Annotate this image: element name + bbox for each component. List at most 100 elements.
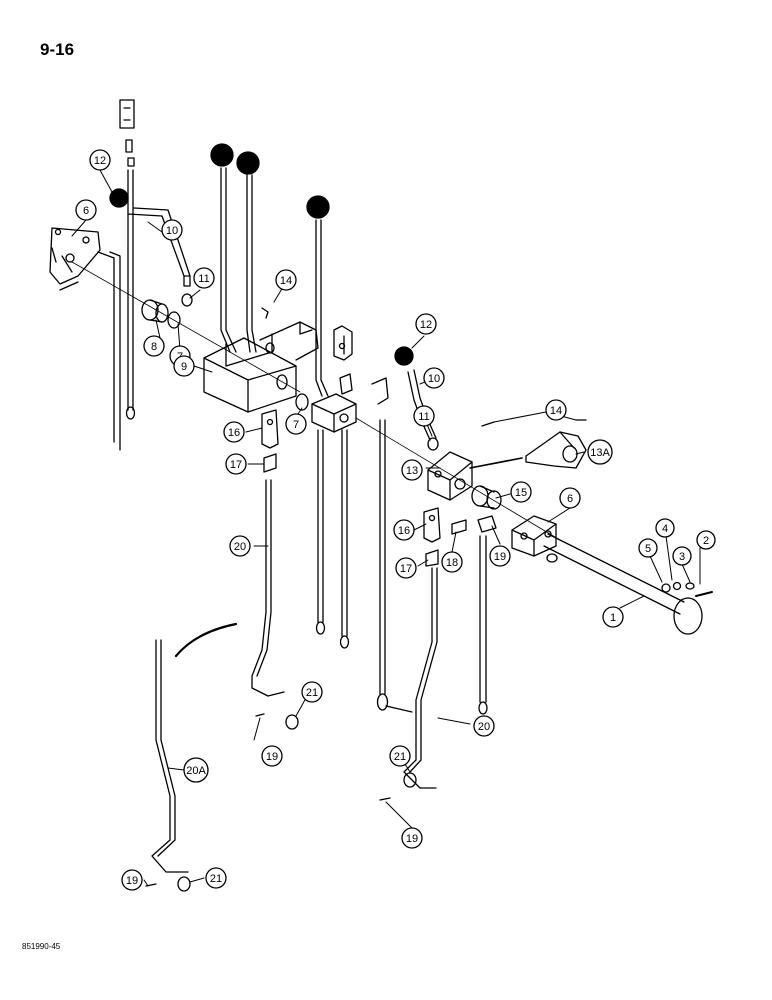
callout-6-left: 6 [75, 199, 97, 221]
washer-7-left [167, 311, 181, 329]
bolt-2 [695, 591, 713, 597]
callout-4: 4 [655, 518, 675, 538]
callout-11-right: 11 [413, 405, 435, 427]
callout-6-right: 6 [559, 487, 581, 509]
callout-10-right: 10 [423, 367, 445, 389]
small-clevis-14 [261, 307, 313, 335]
bushing-15 [471, 485, 502, 510]
svg-text:21: 21 [210, 873, 222, 885]
washer-21-right [403, 772, 417, 788]
svg-text:8: 8 [151, 341, 157, 353]
bracket-6-left [49, 227, 121, 451]
washer-11-right [427, 437, 439, 451]
callout-8: 8 [143, 335, 165, 357]
nut-5 [661, 583, 671, 593]
callout-3: 3 [672, 546, 692, 566]
svg-text:16: 16 [228, 427, 240, 439]
callout-16-right: 16 [393, 519, 415, 541]
callout-17-right: 17 [395, 557, 417, 579]
callout-12-right: 12 [415, 313, 437, 335]
svg-text:1: 1 [610, 612, 616, 624]
svg-text:19: 19 [406, 833, 418, 845]
clevis-16-left [261, 409, 279, 473]
middle-rods [315, 429, 350, 649]
svg-text:5: 5 [645, 543, 651, 555]
link-13-13a [469, 457, 523, 469]
svg-text:13: 13 [406, 465, 418, 477]
svg-text:10: 10 [428, 373, 440, 385]
callout-20-right: 20 [473, 715, 495, 737]
knob-lever-1 [210, 143, 234, 167]
block-13 [427, 451, 473, 501]
clip-19 [477, 515, 497, 533]
lever-10-left [127, 207, 191, 287]
callout-13: 13 [401, 459, 423, 481]
tall-levers [220, 167, 257, 353]
rod-20-right [403, 567, 438, 789]
knob-middle [306, 195, 330, 219]
callout-14-right: 14 [545, 399, 567, 421]
callout-14-left: 14 [275, 269, 297, 291]
callout-10-left: 10 [161, 219, 183, 241]
page-number: 9-16 [40, 40, 75, 59]
assembly-axis-left [71, 261, 301, 393]
lockwasher-4 [672, 581, 682, 591]
left-clevis-top [119, 99, 135, 167]
callout-5: 5 [638, 538, 658, 558]
callout-19-c: 19 [401, 827, 423, 849]
pin-19-right [379, 797, 391, 801]
drawing-code: 851990-45 [22, 942, 61, 951]
callout-15: 15 [510, 481, 532, 503]
callout-2: 2 [696, 530, 716, 550]
svg-text:18: 18 [446, 557, 458, 569]
callout-21-right: 21 [389, 745, 411, 767]
bracket-6-right [511, 515, 557, 557]
svg-text:19: 19 [126, 875, 138, 887]
svg-text:13A: 13A [590, 447, 610, 459]
assembly-axis-right [355, 417, 561, 541]
callout-20a: 20A [183, 757, 209, 783]
svg-text:14: 14 [550, 405, 562, 417]
rod-20-left [251, 479, 285, 697]
callout-13a: 13A [587, 439, 613, 465]
callout-7-mid: 7 [285, 413, 307, 435]
clevis-16-right [423, 507, 441, 543]
middle-lever [315, 219, 329, 397]
callout-19-a: 19 [261, 745, 283, 767]
svg-text:6: 6 [83, 205, 89, 217]
svg-text:10: 10 [166, 225, 178, 237]
knob-lever-2 [236, 151, 260, 175]
callout-19-b: 19 [489, 545, 511, 567]
callout-19-d: 19 [121, 869, 143, 891]
svg-text:11: 11 [418, 411, 429, 423]
svg-text:17: 17 [400, 563, 412, 575]
shaft-block [311, 373, 389, 433]
clevis-right-upper [333, 325, 353, 361]
pin-19-left [255, 713, 265, 717]
washer-21-left [285, 714, 299, 730]
svg-text:12: 12 [420, 319, 432, 331]
connector-arc [174, 622, 238, 658]
callout-12-left: 12 [89, 149, 111, 171]
rod-20a [151, 639, 189, 873]
left-rod [125, 169, 136, 420]
svg-text:17: 17 [230, 459, 242, 471]
nut-17-right [425, 549, 439, 567]
lever-mount-9 [203, 321, 319, 413]
svg-text:14: 14 [280, 275, 292, 287]
callout-1: 1 [602, 606, 624, 628]
washer-21-bottom [177, 876, 191, 892]
washer-3 [685, 582, 695, 590]
svg-text:21: 21 [306, 687, 318, 699]
svg-text:11: 11 [198, 273, 209, 285]
svg-text:2: 2 [703, 535, 709, 547]
callout-11-left: 11 [193, 267, 215, 289]
bracket-13a [525, 431, 587, 469]
svg-text:12: 12 [94, 155, 106, 167]
svg-text:20: 20 [478, 721, 490, 733]
callout-16-left: 16 [223, 421, 245, 443]
svg-text:19: 19 [494, 551, 506, 563]
svg-text:9: 9 [181, 361, 187, 373]
bolt-14-a [481, 421, 495, 427]
